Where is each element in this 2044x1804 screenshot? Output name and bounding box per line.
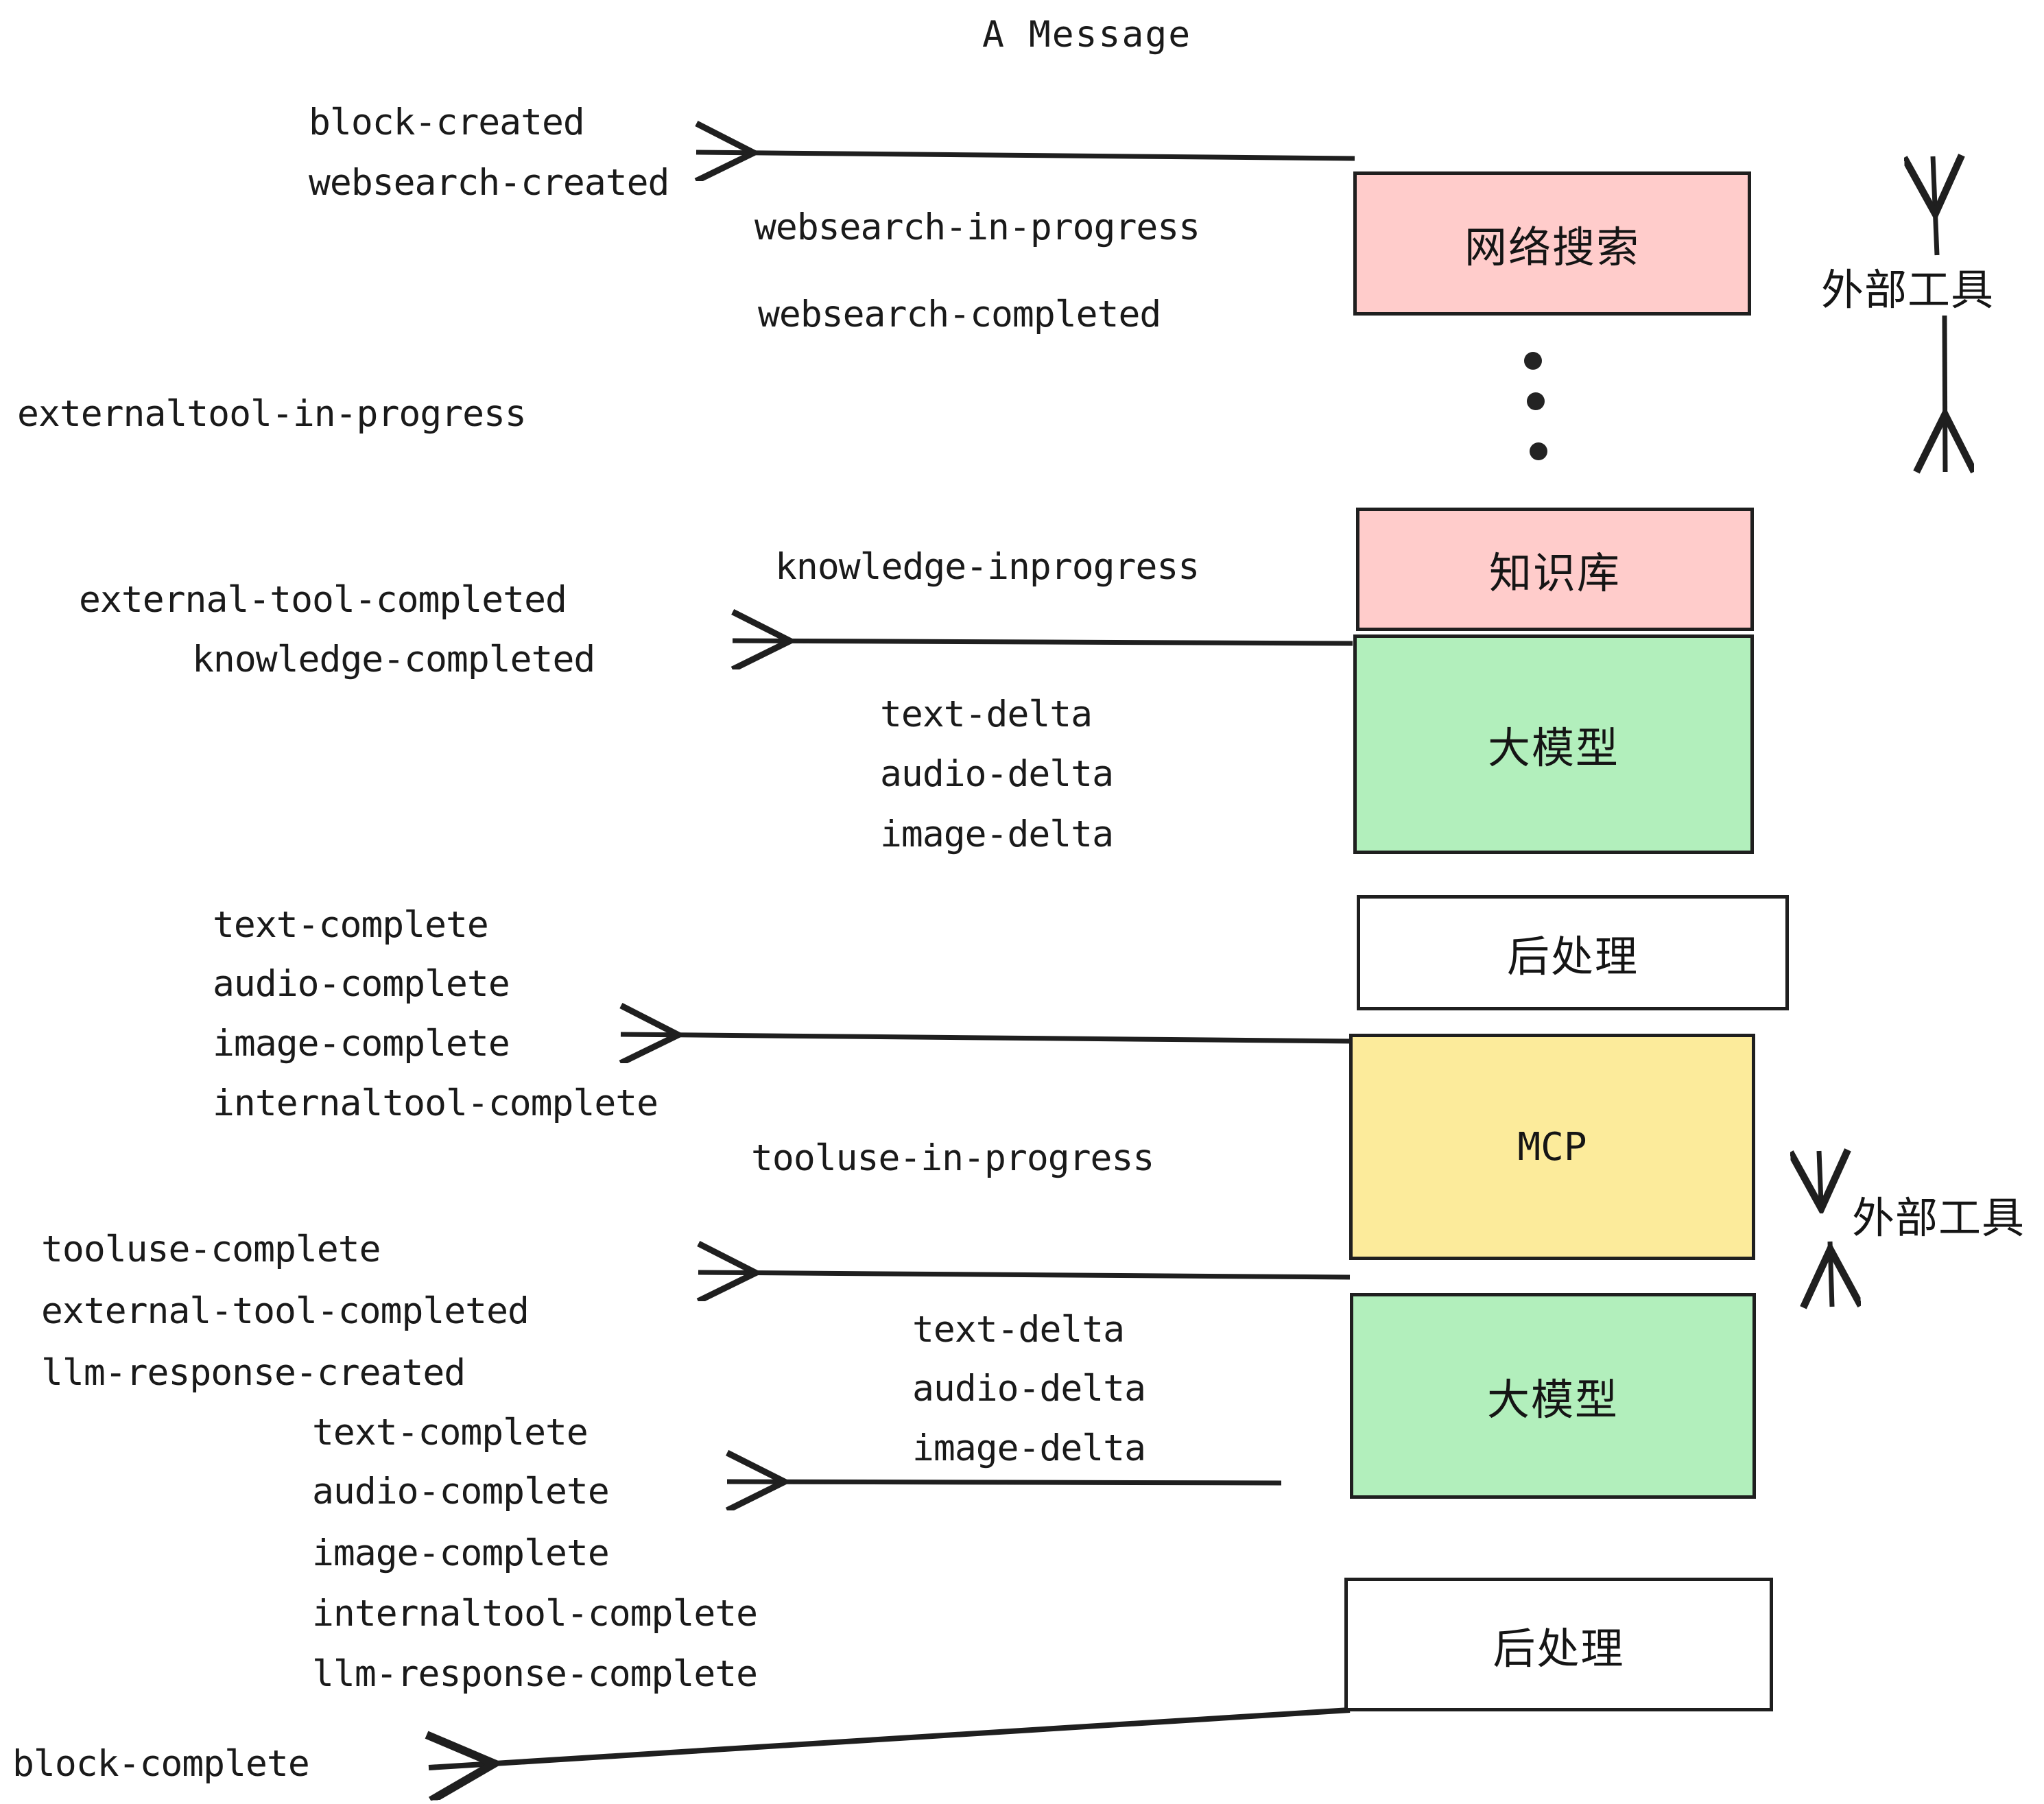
node-knowledge[interactable]: 知识库	[1356, 508, 1754, 631]
arrow-knowledge-to-completed	[733, 641, 1353, 643]
event-label-external-tool-completed-1: external-tool-completed	[79, 579, 567, 621]
arrow-postproc1-to-imagecomplete	[621, 1034, 1355, 1041]
ellipsis-dot-3	[1530, 442, 1547, 460]
event-label-audio-complete-1: audio-complete	[213, 963, 510, 1005]
node-llm-1[interactable]: 大模型	[1353, 634, 1754, 854]
arrow-websearch-to-blockcreated	[696, 152, 1355, 158]
event-label-websearch-completed: websearch-completed	[758, 294, 1161, 335]
event-label-image-complete-2: image-complete	[312, 1532, 610, 1574]
event-label-text-complete-1: text-complete	[213, 904, 489, 946]
event-label-internaltool-complete-2: internaltool-complete	[312, 1593, 758, 1635]
event-label-llm-response-complete: llm-response-complete	[312, 1653, 758, 1695]
event-label-text-delta-2: text-delta	[912, 1309, 1125, 1351]
event-label-websearch-in-progress: websearch-in-progress	[754, 206, 1200, 248]
arrow-mcp-to-toolusecomplete	[698, 1272, 1351, 1277]
event-label-externaltool-in-progress: externaltool-in-progress	[17, 393, 527, 435]
arrow-external-tool-up-upper	[1933, 156, 1937, 256]
event-label-block-created: block-created	[309, 102, 585, 143]
node-mcp[interactable]: MCP	[1349, 1034, 1755, 1260]
diagram-title: A Message	[982, 14, 1192, 56]
node-label-postproc-1: 后处理	[1506, 931, 1639, 982]
event-label-image-delta-1: image-delta	[880, 814, 1114, 855]
node-label-postproc-2: 后处理	[1493, 1623, 1625, 1674]
node-llm-2[interactable]: 大模型	[1350, 1293, 1756, 1499]
event-label-image-complete-1: image-complete	[213, 1023, 510, 1065]
event-label-audio-complete-2: audio-complete	[312, 1471, 610, 1512]
arrow-external-tool-up-lower	[1819, 1151, 1821, 1203]
event-label-internaltool-complete-1: internaltool-complete	[213, 1082, 658, 1124]
arrow-external-tool-down-lower	[1830, 1241, 1832, 1307]
side-label-external-tool-upper: 外部工具	[1821, 265, 1995, 315]
event-label-tooluse-in-progress: tooluse-in-progress	[751, 1137, 1154, 1179]
node-label-mcp: MCP	[1517, 1124, 1587, 1170]
event-label-websearch-created: websearch-created	[309, 162, 669, 204]
event-label-audio-delta-2: audio-delta	[912, 1368, 1146, 1410]
event-label-image-delta-2: image-delta	[912, 1427, 1146, 1469]
node-label-websearch: 网络搜索	[1464, 222, 1640, 272]
event-label-knowledge-completed: knowledge-completed	[192, 639, 595, 680]
event-label-block-complete: block-complete	[12, 1743, 310, 1785]
node-label-knowledge: 知识库	[1488, 548, 1621, 598]
event-label-tooluse-complete: tooluse-complete	[41, 1229, 381, 1270]
event-label-text-complete-2: text-complete	[312, 1412, 589, 1453]
event-label-knowledge-inprogress: knowledge-inprogress	[775, 546, 1200, 588]
event-label-external-tool-completed-2: external-tool-completed	[41, 1290, 530, 1332]
event-label-audio-delta-1: audio-delta	[880, 753, 1114, 795]
event-label-llm-response-created: llm-response-created	[41, 1352, 466, 1394]
node-websearch[interactable]: 网络搜索	[1353, 171, 1751, 316]
side-label-external-tool-lower: 外部工具	[1852, 1193, 2025, 1243]
arrow-postproc2-to-blockcomplete	[429, 1707, 1351, 1768]
node-label-llm-2: 大模型	[1486, 1375, 1619, 1425]
ellipsis-dot-2	[1527, 392, 1545, 410]
node-postproc-2[interactable]: 后处理	[1344, 1578, 1773, 1711]
arrow-llm2-to-audiocomplete	[727, 1482, 1282, 1483]
event-label-text-delta-1: text-delta	[880, 693, 1093, 735]
node-label-llm-1: 大模型	[1487, 723, 1619, 773]
node-postproc-1[interactable]: 后处理	[1357, 895, 1789, 1010]
ellipsis-dot-1	[1524, 352, 1542, 370]
